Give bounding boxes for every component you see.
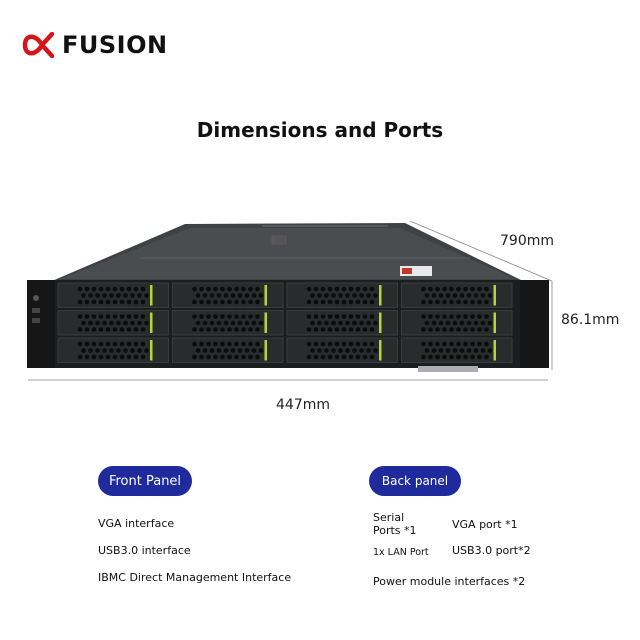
depth-dimension: 790mm — [500, 233, 554, 249]
drive-bay — [57, 337, 169, 363]
drive-bay — [57, 310, 169, 336]
xfusion-x-icon — [22, 32, 55, 58]
page-title: Dimensions and Ports — [196, 118, 444, 142]
drive-bay — [172, 310, 284, 336]
drive-bay — [401, 282, 513, 308]
front-panel-item: IBMC Direct Management Interface — [98, 571, 292, 584]
drive-bay — [57, 282, 169, 308]
drive-bay — [172, 337, 284, 363]
back-panel-vga: VGA port *1 — [452, 518, 518, 531]
drive-bay — [286, 282, 398, 308]
front-panel-heading: Front Panel — [98, 466, 192, 496]
server-illustration — [27, 220, 553, 381]
width-dimension: 447mm — [276, 397, 330, 413]
drive-bay — [401, 337, 513, 363]
drive-bay — [401, 310, 513, 336]
drive-bay — [172, 282, 284, 308]
drive-bay — [286, 310, 398, 336]
brand-logo: FUSION — [22, 28, 168, 62]
front-panel-item: VGA interface — [98, 517, 175, 530]
back-panel-heading: Back panel — [369, 466, 461, 496]
back-panel-lan: 1x LAN Port — [373, 547, 429, 558]
back-panel-usb: USB3.0 port*2 — [452, 544, 531, 557]
back-panel-power: Power module interfaces *2 — [373, 575, 526, 588]
front-panel-item: USB3.0 interface — [98, 544, 191, 557]
brand-name: FUSION — [62, 31, 168, 59]
height-dimension: 86.1mm — [561, 312, 620, 328]
drive-bay — [286, 337, 398, 363]
back-panel-serial: Serial Ports *1 — [373, 511, 417, 537]
